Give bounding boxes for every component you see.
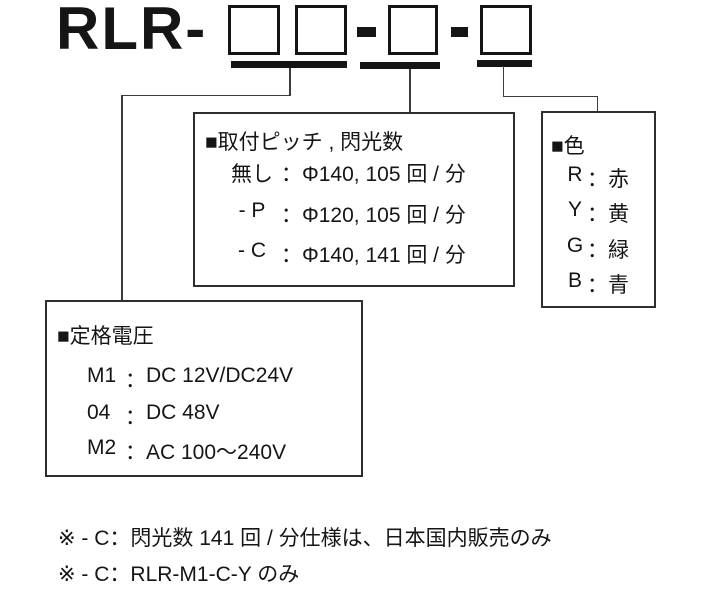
voltage-section-box: ■定格電圧 M1：DC 12V/DC24V 04：DC 48V M2：AC 10… [45,300,363,477]
option-separator: ： [587,168,608,191]
option-value: 緑 [608,239,629,262]
voltage-option-m2: M2 ：AC 100～240V [87,436,286,466]
option-code: B [567,269,582,292]
color-option-b: B：青 [563,269,629,299]
voltage-option-m1: M1 ：DC 12V/DC24V [87,364,293,394]
pitch-option-none: 無し ：Φ140, 105 回 / 分 [223,158,466,188]
option-separator: ： [587,203,608,226]
option-value: Φ120, 105 回 / 分 [302,204,466,227]
connector-voltage-vertical-1 [289,68,291,96]
color-option-g: G：緑 [563,234,629,264]
connector-color-horizontal [502,95,598,97]
voltage-option-04: 04 ：DC 48V [87,401,220,431]
option-code: 04 [87,401,111,424]
code-slot-4 [480,5,532,55]
option-value: Φ140, 141 回 / 分 [302,244,466,267]
underline-pitch-field [360,62,440,69]
footnote-model-restriction: ※ - C：RLR-M1-C-Y のみ [58,563,300,586]
option-code: 無し [231,163,273,186]
option-value: 赤 [608,168,629,191]
color-section-box: ■色 R：赤 Y：黄 G：緑 B：青 [541,111,656,308]
connector-voltage-horizontal [121,94,290,96]
option-separator: ： [281,244,302,267]
code-slot-2 [295,5,347,55]
pitch-section-box: ■取付ピッチ , 閃光数 無し：Φ140, 105 回 / 分 - P：Φ120… [193,112,515,287]
color-section-title: ■色 [551,135,585,158]
hyphen-separator-2 [451,27,468,37]
option-code: G [566,234,584,257]
code-slot-3 [388,5,438,55]
pitch-option-c: - C ：Φ140, 141 回 / 分 [223,239,466,269]
underline-voltage-field [231,61,347,68]
voltage-section-title: ■定格電圧 [57,325,154,348]
option-separator: ： [587,274,608,297]
underline-color-field [477,60,532,67]
option-separator: ： [587,239,608,262]
option-code: R [567,163,583,186]
option-value: 青 [608,274,629,297]
model-prefix: RLR- [56,0,208,62]
footnote-domestic-sales: ※ - C：閃光数 141 回 / 分仕様は、日本国内販売のみ [58,527,552,550]
code-slot-1 [228,5,280,55]
color-option-y: Y：黄 [563,198,629,228]
connector-pitch-vertical [409,69,411,112]
option-value: Φ140, 105 回 / 分 [302,163,466,186]
option-code: M2 [87,436,117,459]
connector-color-vertical-2 [596,95,598,113]
option-code: - C [238,239,266,262]
option-value: AC 100～240V [146,441,287,464]
option-value: 黄 [608,203,629,226]
option-code: M1 [87,364,117,387]
pitch-option-p: - P ：Φ120, 105 回 / 分 [223,199,466,229]
connector-color-vertical-1 [502,66,504,97]
color-option-r: R：赤 [563,163,629,193]
connector-voltage-vertical-2 [121,94,123,301]
hyphen-separator-1 [357,27,376,37]
option-code: Y [567,198,582,221]
pitch-section-title: ■取付ピッチ , 閃光数 [205,131,404,154]
option-separator: ： [125,369,146,392]
option-value: DC 48V [146,401,220,424]
option-separator: ： [125,406,146,429]
option-separator: ： [281,163,302,186]
option-separator: ： [281,204,302,227]
option-separator: ： [125,441,146,464]
option-code: - P [238,199,266,222]
option-value: DC 12V/DC24V [146,364,294,387]
